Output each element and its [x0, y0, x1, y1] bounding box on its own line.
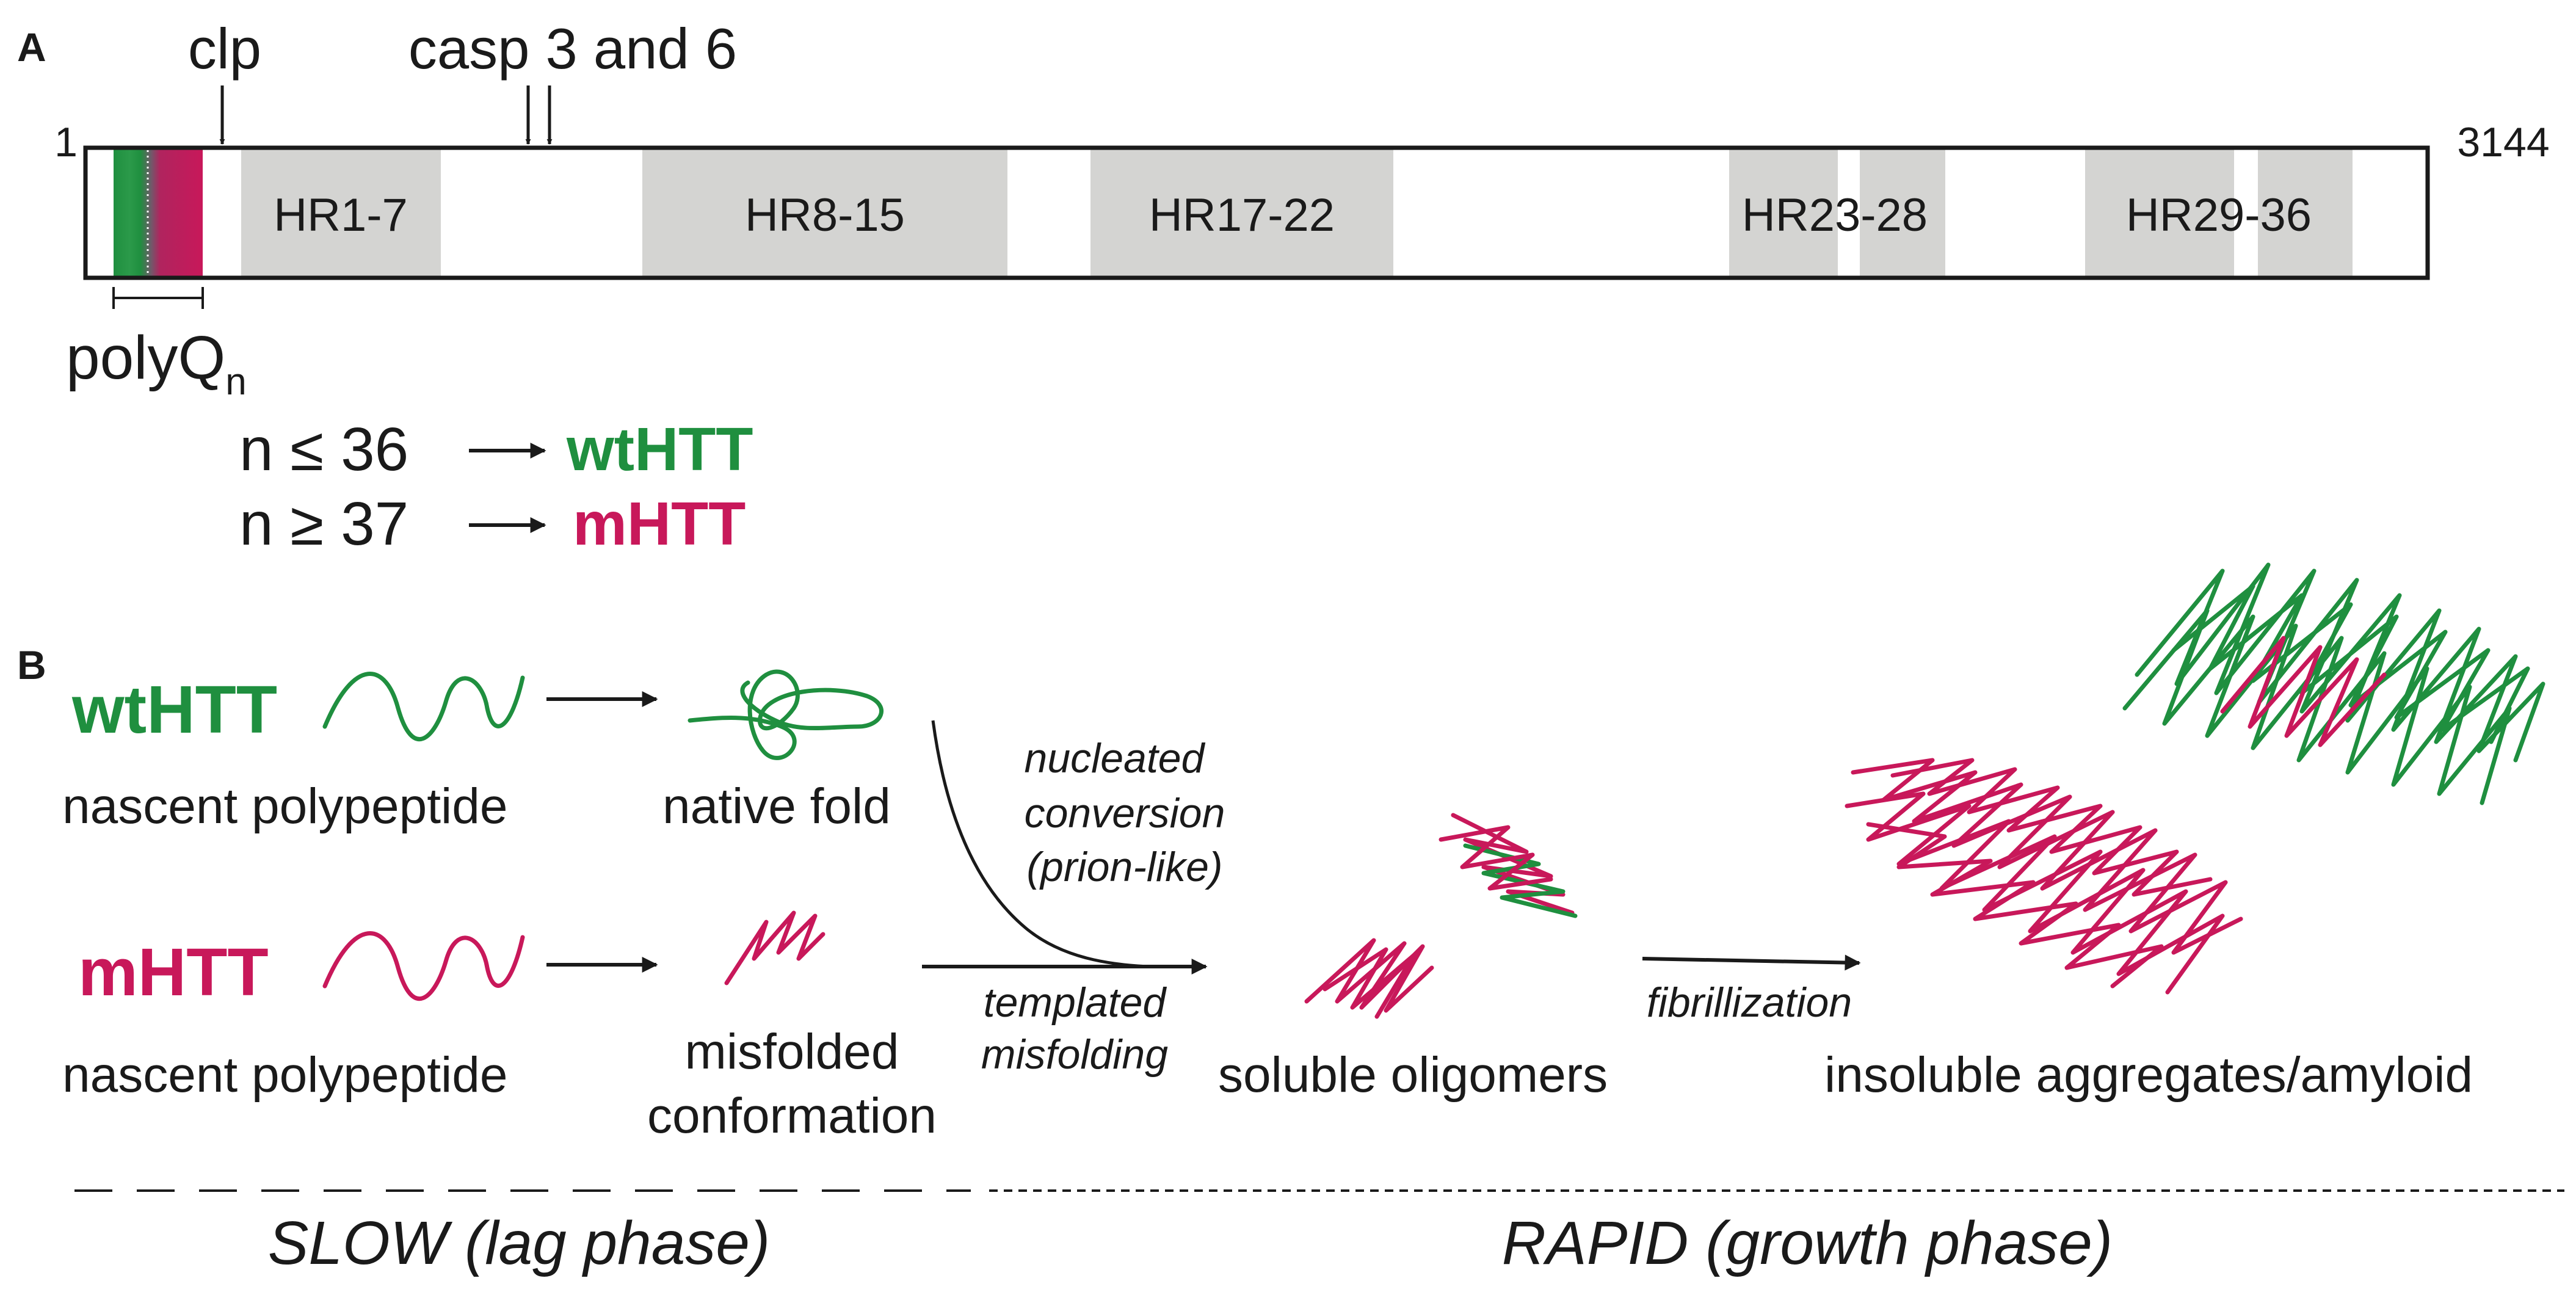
domain-hr23-28-a [1729, 148, 1838, 278]
domain-hr8-15 [642, 148, 1007, 278]
clp-label: clp [188, 16, 261, 81]
domain-hr17-22 [1090, 148, 1393, 278]
m-name: mHTT [78, 935, 269, 1010]
fibrillization-label: fibrillization [1647, 979, 1852, 1026]
domain-hr1-7 [241, 148, 441, 278]
native-fold-label: native fold [662, 778, 891, 834]
rule-m-condition: n ≥ 37 [239, 490, 408, 558]
polyq-region [114, 148, 203, 278]
panel-b-label: B [17, 642, 46, 688]
domain-label-hr17-22: HR17-22 [1149, 189, 1335, 241]
amyloid-green-aggregate-icon [2122, 562, 2545, 805]
amyloid-magenta-aggregate-icon [1845, 636, 2387, 995]
nucleated-label-2: conversion [1025, 790, 1225, 837]
domain-hr23-28-b [1860, 148, 1945, 278]
wt-name: wtHTT [71, 672, 277, 747]
rapid-phase-label: RAPID (growth phase) [1502, 1209, 2113, 1277]
slow-phase-label: SLOW (lag phase) [268, 1209, 771, 1277]
soluble-oligomers-icon [1304, 813, 1578, 1019]
nucleated-conversion-curve [931, 720, 1148, 968]
residue-start: 1 [54, 119, 78, 165]
protein-bar-outline [83, 145, 2430, 280]
polyq-subscript: n [225, 361, 246, 403]
domain-hr29-36-b [2258, 148, 2353, 278]
m-nascent-polypeptide-icon [322, 931, 525, 1001]
polyq-label: polyQn [66, 324, 247, 403]
domain-label-hr29-36: HR29-36 [2126, 189, 2312, 241]
m-nascent-label: nascent polypeptide [62, 1047, 507, 1103]
panel-a: A HR1-7 HR8-15 HR17-22 HR23-28 HR29-36 1… [17, 16, 2550, 558]
casp-label: casp 3 and 6 [408, 16, 737, 81]
nucleated-label-3: (prion-like) [1026, 844, 1222, 890]
fibrillization-arrow [1642, 954, 1861, 971]
templated-label-2: misfolding [981, 1031, 1168, 1078]
misfolded-label-2: conformation [647, 1088, 937, 1144]
wt-nascent-polypeptide-icon [322, 672, 525, 741]
soluble-oligomers-label: soluble oligomers [1218, 1047, 1608, 1103]
rule-wt-result: wtHTT [566, 415, 753, 484]
rule-m-result: mHTT [573, 490, 746, 558]
misfolded-label-1: misfolded [685, 1024, 899, 1080]
nucleated-label-1: nucleated [1025, 735, 1206, 782]
misfolded-conformation-icon [724, 910, 825, 985]
protein-bar [83, 145, 2430, 280]
panel-a-label: A [17, 24, 46, 70]
wt-nascent-label: nascent polypeptide [62, 778, 507, 834]
rule-wt-condition: n ≤ 36 [239, 415, 408, 484]
insoluble-aggregates-label: insoluble aggregates/amyloid [1824, 1047, 2473, 1103]
domain-label-hr1-7: HR1-7 [274, 189, 408, 241]
templated-label-1: templated [984, 979, 1167, 1026]
polyq-text: polyQ [66, 324, 225, 392]
domain-hr29-36-a [2085, 148, 2234, 278]
native-fold-icon [688, 669, 883, 760]
panel-b: B wtHTT nascent polypeptide native fold … [17, 562, 2564, 1277]
residue-end: 3144 [2457, 119, 2549, 165]
domain-label-hr8-15: HR8-15 [745, 189, 905, 241]
domain-label-hr23-28: HR23-28 [1742, 189, 1928, 241]
polyq-bracket [112, 287, 204, 309]
